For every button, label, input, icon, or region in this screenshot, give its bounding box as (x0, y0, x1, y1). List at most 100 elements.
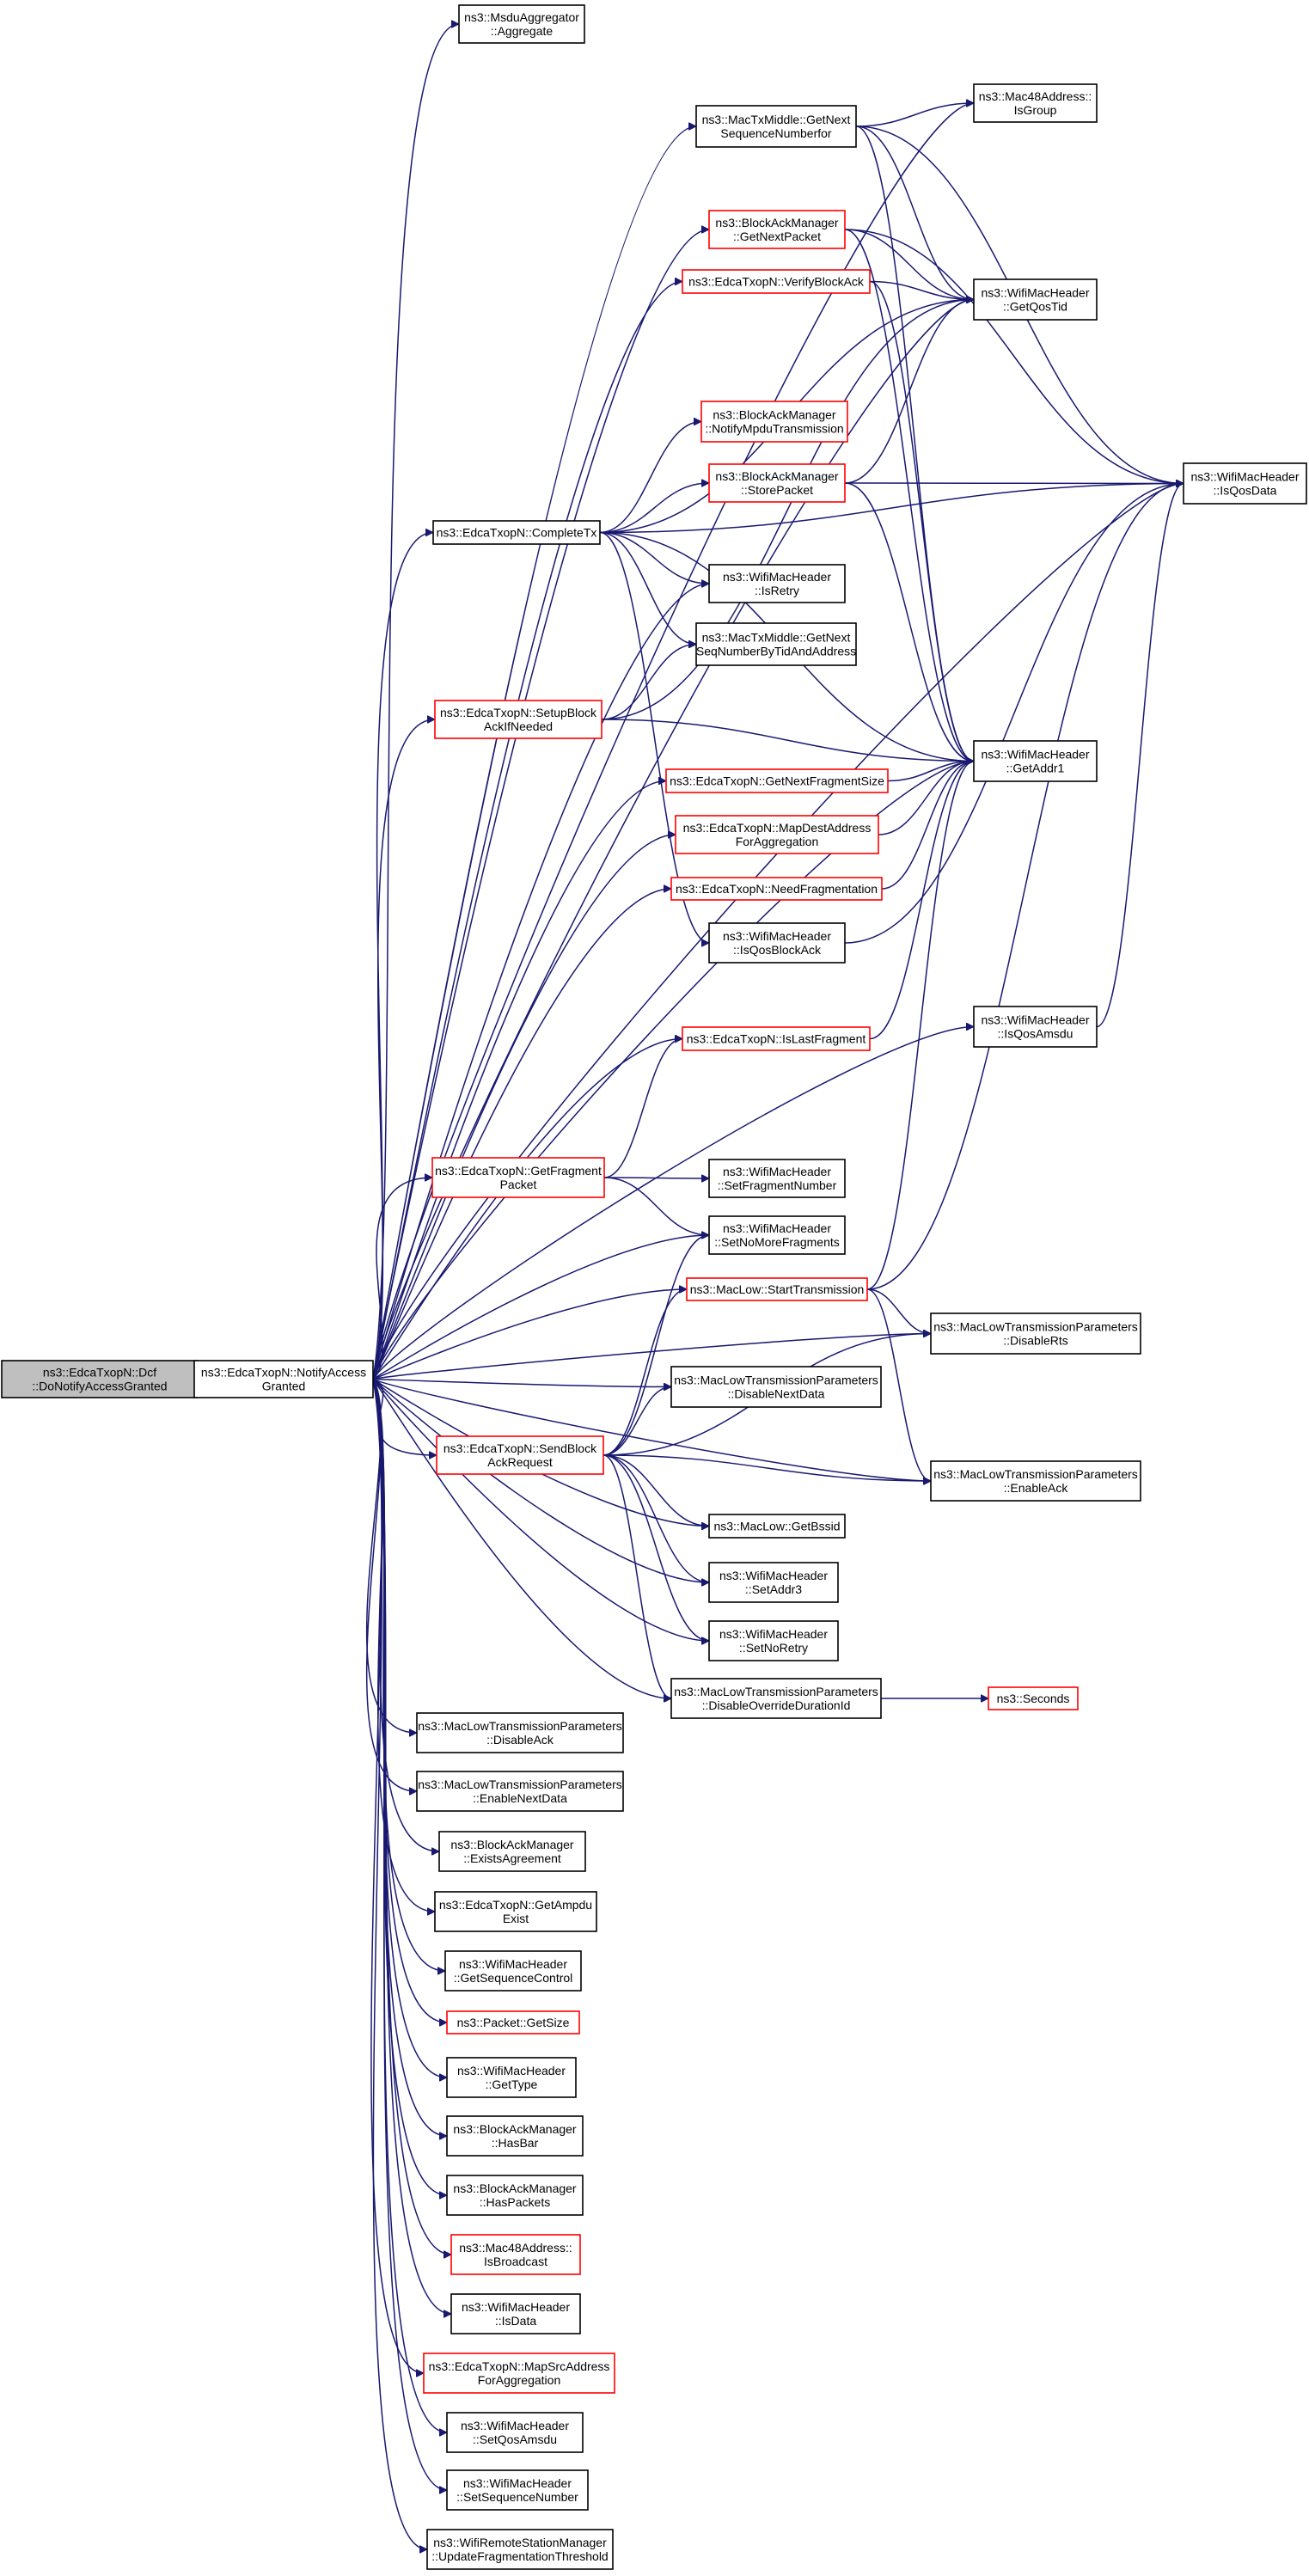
node-getnextseqbytid[interactable]: ns3::MacTxMiddle::GetNextSeqNumberByTidA… (695, 622, 857, 666)
node-isqosdata[interactable]: ns3::WifiMacHeader::IsQosData (1183, 462, 1307, 505)
node-getbssid[interactable]: ns3::MacLow::GetBssid (708, 1514, 846, 1539)
node-gettype[interactable]: ns3::WifiMacHeader::GetType (446, 2057, 577, 2098)
node-islastfrag[interactable]: ns3::EdcaTxopN::IsLastFragment (682, 1026, 871, 1051)
node-setaddr3[interactable]: ns3::WifiMacHeader::SetAddr3 (708, 1562, 839, 1603)
edge-starttx-to-disablerts (866, 1288, 931, 1334)
edge-setupblockack-to-getnextseqbytid (601, 645, 696, 720)
node-setfragnum[interactable]: ns3::WifiMacHeader::SetFragmentNumber (708, 1159, 846, 1198)
node-label: ns3::Packet::GetSize (457, 2016, 570, 2029)
node-setqosamsdu[interactable]: ns3::WifiMacHeader::SetQosAmsdu (446, 2412, 584, 2453)
node-label: ns3::WifiMacHeader (457, 2064, 566, 2077)
node-isbroadcast[interactable]: ns3::Mac48Address::IsBroadcast (450, 2234, 581, 2275)
node-enableack[interactable]: ns3::MacLowTransmissionParameters::Enabl… (930, 1460, 1141, 1502)
node-getseqcontrol[interactable]: ns3::WifiMacHeader::GetSequenceControl (444, 1950, 582, 1992)
node-label: ns3::MacLow::StartTransmission (690, 1282, 865, 1296)
node-label: ::DisableAck (486, 1733, 554, 1747)
edge-notify-to-updatefrag (372, 1379, 427, 2550)
node-box (988, 1686, 1079, 1710)
node-needfrag[interactable]: ns3::EdcaTxopN::NeedFragmentation (670, 877, 883, 901)
node-starttx[interactable]: ns3::MacLow::StartTransmission (686, 1277, 868, 1301)
node-seconds[interactable]: ns3::Seconds (988, 1686, 1079, 1710)
node-label: ::GetSequenceControl (454, 1971, 573, 1985)
node-enablenextdata[interactable]: ns3::MacLowTransmissionParameters::Enabl… (416, 1771, 624, 1812)
node-setseqnum[interactable]: ns3::WifiMacHeader::SetSequenceNumber (446, 2469, 589, 2511)
node-label: ::SetFragmentNumber (718, 1178, 837, 1192)
node-haspackets[interactable]: ns3::BlockAckManager::HasPackets (446, 2175, 584, 2216)
node-box (675, 815, 879, 854)
node-msdu_agg[interactable]: ns3::MsduAggregator::Aggregate (458, 4, 585, 44)
node-bam_notifympdu[interactable]: ns3::BlockAckManager::NotifyMpduTransmis… (700, 401, 848, 443)
node-box (431, 1157, 605, 1198)
node-getqostid[interactable]: ns3::WifiMacHeader::GetQosTid (973, 278, 1098, 321)
node-box (438, 1831, 586, 1872)
node-label: ::SetNoRetry (739, 1641, 808, 1655)
node-hasbar[interactable]: ns3::BlockAckManager::HasBar (446, 2115, 584, 2157)
node-box (930, 1460, 1141, 1502)
node-label: ns3::MacLowTransmissionParameters (933, 1467, 1138, 1481)
node-getaddr1[interactable]: ns3::WifiMacHeader::GetAddr1 (973, 740, 1098, 782)
node-disablenextdata[interactable]: ns3::MacLowTransmissionParameters::Disab… (670, 1366, 882, 1408)
node-label: ns3::WifiMacHeader (463, 2476, 572, 2490)
edge-verifyblockack-to-getqostid (869, 280, 974, 300)
node-isdata[interactable]: ns3::WifiMacHeader::IsData (450, 2293, 581, 2334)
edge-getnextfragsize-to-getaddr1 (887, 762, 974, 782)
edge-notify-to-isdata (372, 1379, 451, 2315)
node-notify[interactable]: ns3::EdcaTxopN::NotifyAccessGranted (193, 1360, 374, 1398)
edge-notify-to-mapsrcaddr (370, 1379, 424, 2374)
node-mapdestaddr[interactable]: ns3::EdcaTxopN::MapDestAddressForAggrega… (675, 815, 879, 854)
node-label: ::GetType (486, 2077, 538, 2091)
edge-setupblockack-to-getaddr1 (601, 719, 974, 762)
node-box (708, 1159, 846, 1198)
node-bam_getnextpacket[interactable]: ns3::BlockAckManager::GetNextPacket (708, 210, 846, 249)
node-label: ::GetAddr1 (1006, 762, 1065, 775)
node-disableoverride[interactable]: ns3::MacLowTransmissionParameters::Disab… (670, 1678, 882, 1719)
node-root[interactable]: ns3::EdcaTxopN::Dcf::DoNotifyAccessGrant… (1, 1360, 199, 1398)
node-isretry[interactable]: ns3::WifiMacHeader::IsRetry (708, 564, 846, 603)
node-bam_storepacket[interactable]: ns3::BlockAckManager::StorePacket (708, 463, 846, 503)
node-label: ns3::EdcaTxopN::GetFragment (435, 1164, 602, 1178)
node-box (695, 105, 857, 148)
node-label: ns3::EdcaTxopN::NotifyAccess (201, 1366, 366, 1380)
node-label: ns3::MacLowTransmissionParameters (933, 1320, 1138, 1334)
node-packetgetsize[interactable]: ns3::Packet::GetSize (446, 2010, 580, 2034)
node-existsagreement[interactable]: ns3::BlockAckManager::ExistsAgreement (438, 1831, 586, 1872)
node-box (930, 1312, 1141, 1355)
node-getnextseq[interactable]: ns3::MacTxMiddle::GetNextSequenceNumberf… (695, 105, 857, 148)
edge-notify-to-getqostid (372, 300, 974, 1380)
node-box (436, 1435, 604, 1475)
node-label: ns3::WifiMacHeader (1190, 470, 1299, 484)
node-mac48_isgroup[interactable]: ns3::Mac48Address::IsGroup (973, 83, 1098, 123)
node-disablerts[interactable]: ns3::MacLowTransmissionParameters::Disab… (930, 1312, 1141, 1355)
node-completetx[interactable]: ns3::EdcaTxopN::CompleteTx (432, 520, 601, 545)
node-box (446, 2469, 589, 2511)
node-box (695, 622, 857, 666)
node-disableack[interactable]: ns3::MacLowTransmissionParameters::Disab… (416, 1712, 624, 1753)
edge-notify-to-getnextseq (372, 126, 696, 1380)
node-label: ::IsRetry (755, 584, 799, 597)
node-box (670, 1678, 882, 1719)
node-box (450, 2293, 581, 2334)
node-label: ns3::MacLowTransmissionParameters (674, 1374, 878, 1387)
edge-notify-to-getnextfragsize (372, 781, 666, 1380)
node-updatefrag[interactable]: ns3::WifiRemoteStationManager::UpdateFra… (426, 2529, 614, 2570)
node-label: ns3::BlockAckManager (713, 408, 836, 422)
node-mapsrcaddr[interactable]: ns3::EdcaTxopN::MapSrcAddressForAggregat… (423, 2353, 615, 2394)
edge-notify-to-setseqnum (372, 1379, 447, 2491)
node-isqosamsdu[interactable]: ns3::WifiMacHeader::IsQosAmsdu (973, 1006, 1098, 1048)
node-isqosblockack[interactable]: ns3::WifiMacHeader::IsQosBlockAck (708, 922, 846, 964)
node-label: ::ExistsAgreement (463, 1851, 561, 1865)
node-label: ns3::EdcaTxopN::GetAmpdu (439, 1898, 592, 1912)
node-verifyblockack[interactable]: ns3::EdcaTxopN::VerifyBlockAck (682, 269, 871, 294)
node-setnomorefrag[interactable]: ns3::WifiMacHeader::SetNoMoreFragments (708, 1215, 846, 1255)
edge-notify-to-isretry (372, 584, 709, 1380)
node-setnoretry[interactable]: ns3::WifiMacHeader::SetNoRetry (708, 1620, 839, 1661)
node-label: ::EnableAck (1004, 1481, 1069, 1495)
edge-bam_storepacket-to-getqostid (844, 300, 974, 484)
node-label: ns3::WifiMacHeader (723, 570, 831, 584)
node-getnextfragsize[interactable]: ns3::EdcaTxopN::GetNextFragmentSize (665, 768, 889, 793)
node-label: ::SetAddr3 (745, 1582, 802, 1596)
